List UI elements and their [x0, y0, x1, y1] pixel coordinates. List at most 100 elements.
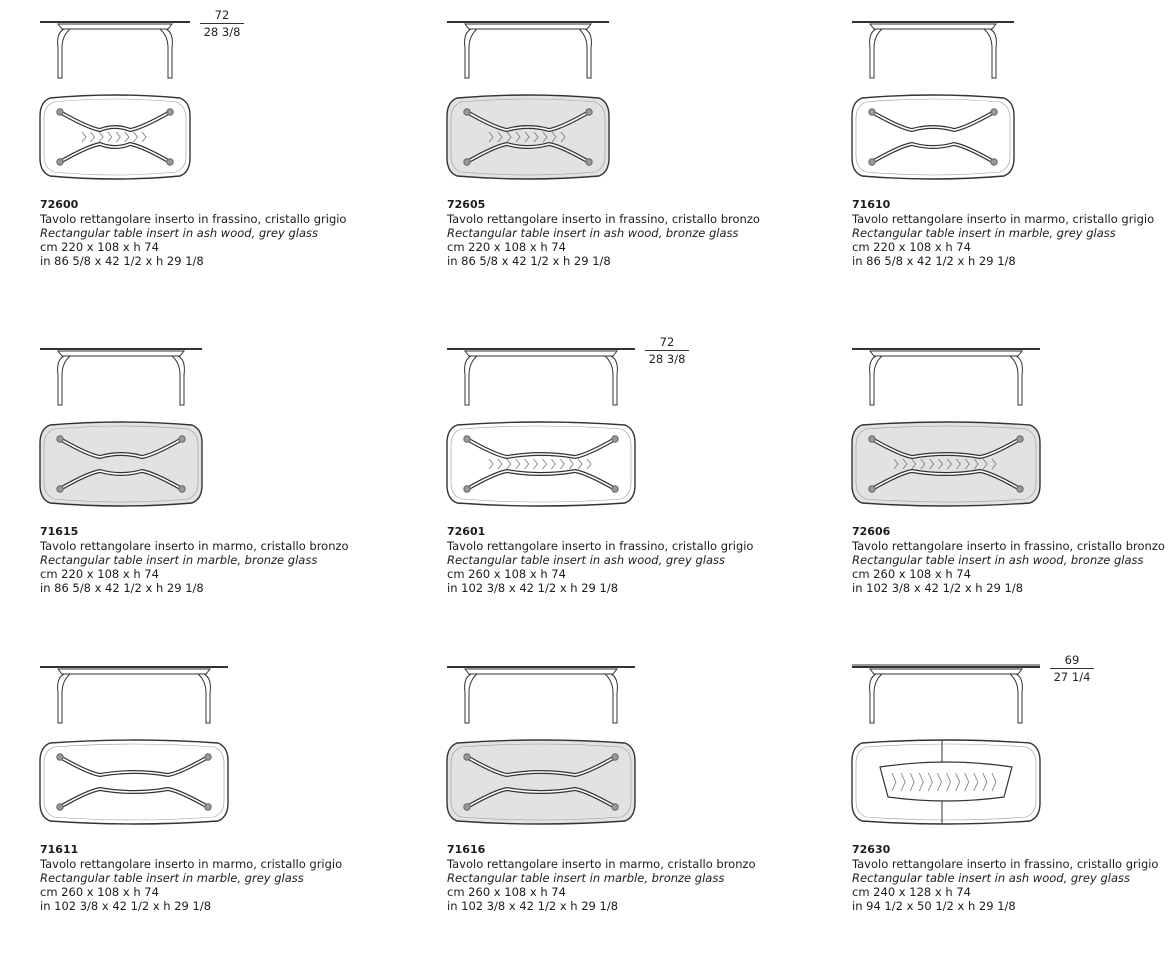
dimensions-in: in 102 3/8 x 42 1/2 x h 29 1/8: [40, 899, 212, 913]
table-top-bevel: [855, 425, 1037, 503]
herringbone-mark: [90, 131, 96, 143]
product-code: 72630: [852, 843, 891, 856]
table-leg-right: [197, 673, 211, 724]
table-apron: [463, 668, 619, 675]
herringbone-mark: [920, 458, 926, 470]
herringbone-mark: [982, 458, 988, 470]
table-elevation: [447, 666, 635, 724]
dimensions-cm: cm 260 x 108 x h 74: [40, 885, 159, 899]
herringbone-mark: [577, 458, 583, 470]
leg-foot: [990, 158, 998, 166]
table-leg-right: [983, 28, 997, 79]
description-italian: Tavolo rettangolare inserto in marmo, cr…: [40, 857, 343, 871]
base-frame-inner: [59, 756, 209, 808]
herringbone-mark: [542, 131, 548, 143]
table-top-plan: [39, 421, 203, 507]
table-top-plan: [851, 94, 1015, 180]
herringbone-mark: [542, 458, 547, 470]
leg-foot: [868, 435, 876, 443]
table-drawing: [851, 348, 1041, 507]
product-code: 72601: [447, 525, 486, 538]
description-italian: Tavolo rettangolare inserto in marmo, cr…: [40, 539, 349, 553]
table-leg-left: [869, 28, 883, 79]
height-cm: 69: [1050, 653, 1094, 669]
description-italian: Tavolo rettangolare inserto in frassino,…: [852, 857, 1159, 871]
herringbone-mark: [551, 131, 557, 143]
herringbone-mark: [81, 131, 87, 143]
table-top-plan: [446, 94, 610, 180]
herringbone-mark: [982, 772, 988, 792]
leg-foot: [868, 158, 876, 166]
leg-foot: [1016, 435, 1024, 443]
table-top-plan: [851, 421, 1041, 507]
herringbone-mark: [946, 772, 951, 792]
herringbone-mark: [938, 458, 944, 470]
table-elevation: [447, 348, 635, 406]
table-elevation: [40, 348, 202, 406]
leg-foot: [611, 803, 619, 811]
table-leg-right: [171, 355, 185, 406]
table-top-bevel: [450, 425, 632, 503]
leg-foot: [56, 753, 64, 761]
description-english: Rectangular table insert in ash wood, br…: [852, 553, 1144, 567]
table-top-bevel: [855, 743, 1037, 821]
table-drawing: [851, 664, 1041, 825]
table-plan: [39, 421, 203, 507]
leg-foot: [1016, 485, 1024, 493]
herringbone-mark: [909, 772, 915, 792]
table-top-plan: [446, 421, 636, 507]
table-drawing: [39, 666, 229, 825]
leg-foot: [56, 435, 64, 443]
description-english: Rectangular table insert in marble, bron…: [40, 553, 318, 567]
leg-foot: [166, 158, 174, 166]
table-top-plan: [851, 739, 1041, 825]
table-leg-left: [869, 355, 883, 406]
leg-foot: [990, 108, 998, 116]
table-plan: [851, 94, 1015, 180]
dimensions-cm: cm 220 x 108 x h 74: [852, 240, 971, 254]
table-top-plan: [446, 739, 636, 825]
table-drawing: [39, 348, 203, 507]
dimensions-cm: cm 220 x 108 x h 74: [40, 567, 159, 581]
table-apron: [56, 668, 212, 675]
herringbone-mark: [973, 772, 979, 792]
herringbone-mark: [947, 458, 952, 470]
table-plan: [446, 739, 636, 825]
herringbone-mark: [991, 772, 997, 792]
herringbone-mark: [506, 458, 512, 470]
product-code: 72606: [852, 525, 891, 538]
herringbone-mark: [506, 131, 512, 143]
herringbone-mark: [515, 131, 521, 143]
herringbone-mark: [893, 458, 899, 470]
herringbone-mark: [515, 458, 521, 470]
herringbone-mark: [956, 458, 961, 470]
table-elevation: [852, 21, 1014, 79]
herringbone-mark: [568, 458, 574, 470]
leg-foot: [868, 108, 876, 116]
description-italian: Tavolo rettangolare inserto in frassino,…: [447, 212, 760, 226]
leg-foot: [204, 803, 212, 811]
base-frame-inner: [466, 438, 616, 490]
herringbone-mark: [533, 131, 539, 143]
leg-foot: [463, 435, 471, 443]
base-frame-inner: [466, 756, 616, 808]
dimensions-in: in 102 3/8 x 42 1/2 x h 29 1/8: [447, 581, 619, 595]
leg-foot: [56, 108, 64, 116]
herringbone-mark: [560, 131, 566, 143]
herringbone-mark: [900, 772, 906, 792]
product-code: 71611: [40, 843, 79, 856]
herringbone-mark: [955, 772, 961, 792]
product-code: 71616: [447, 843, 486, 856]
herringbone-mark: [964, 772, 970, 792]
leg-foot: [204, 753, 212, 761]
